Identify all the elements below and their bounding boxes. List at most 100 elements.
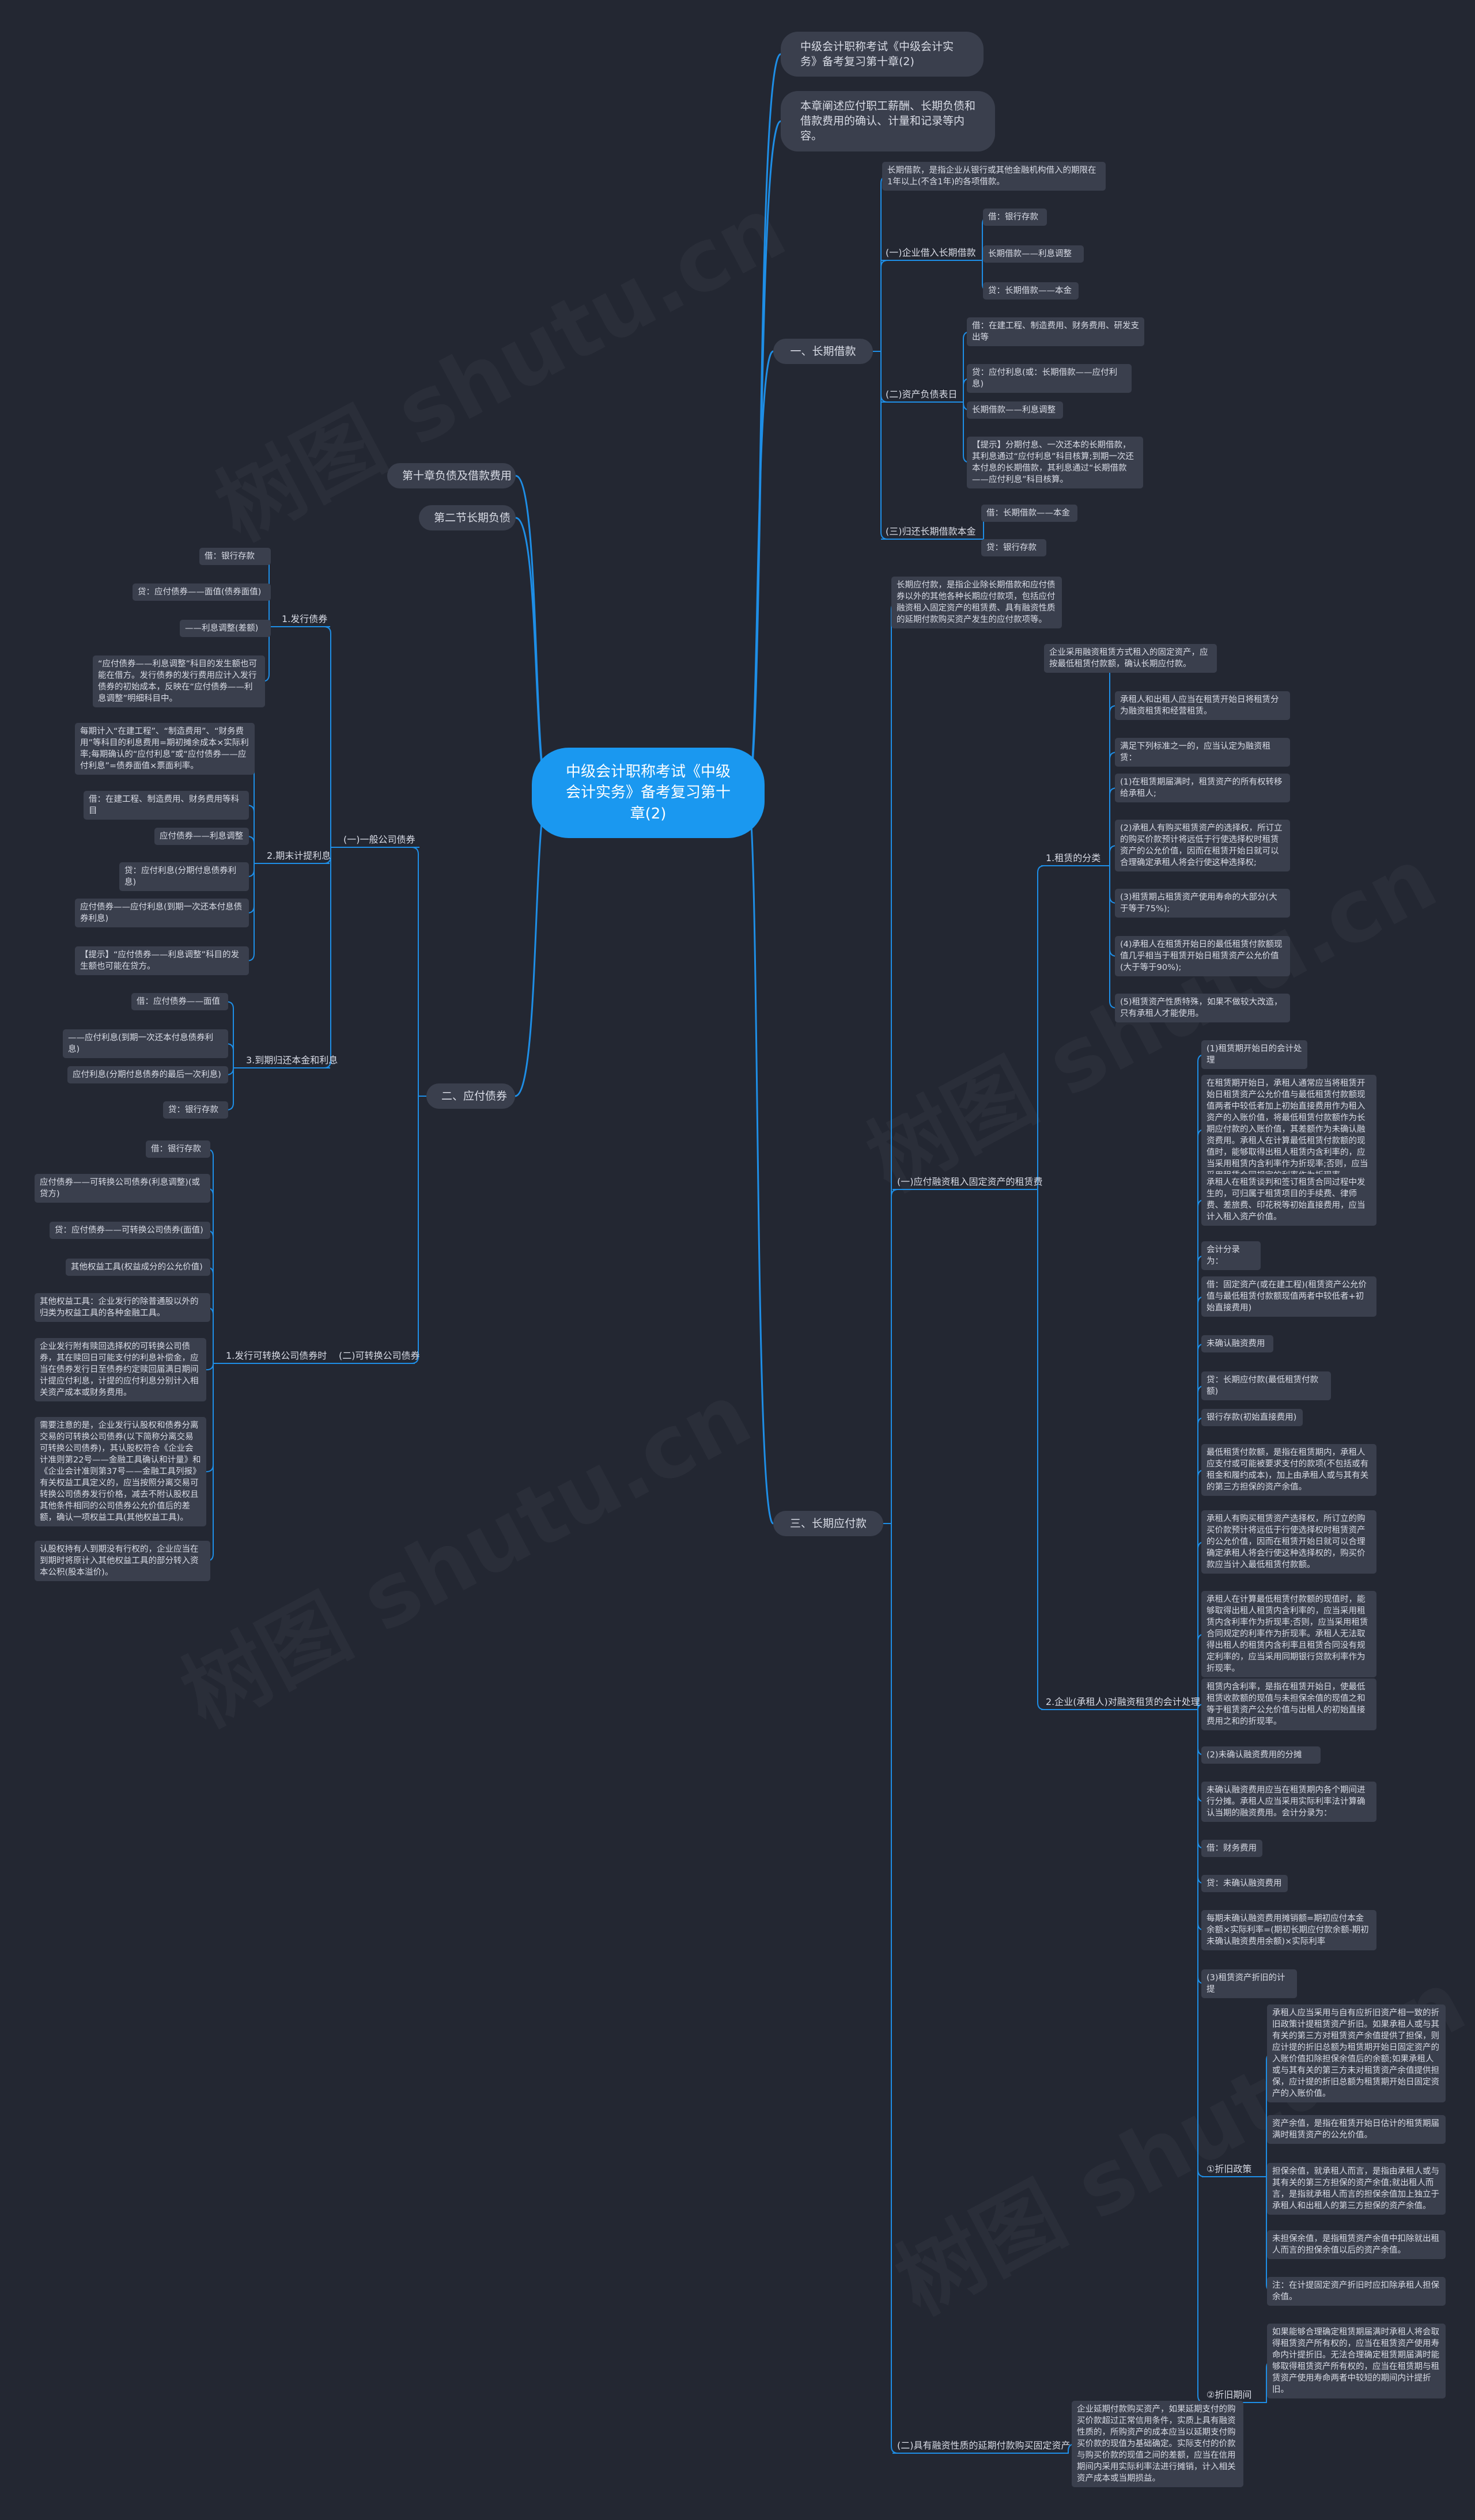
leaf-node[interactable]: 注：在计提固定资产折旧时应扣除承租人担保余值。 [1267,2277,1446,2306]
subtopic-label[interactable]: ②折旧期间 [1207,2389,1252,2400]
leaf-node[interactable]: (4)承租人在租赁开始日的最低租赁付款额现值几乎相当于租赁开始日租赁资产公允价值… [1115,936,1290,976]
branch-topic[interactable]: 第二节长期负债 [419,505,516,531]
leaf-node[interactable]: 应付利息(分期付息债券的最后一次利息) [67,1066,228,1083]
leaf-node[interactable]: 承租人和出租人应当在租赁开始日将租赁分为融资租赁和经营租赁。 [1115,691,1290,720]
subtopic-label[interactable]: (二)资产负债表日 [886,389,958,400]
leaf-node[interactable]: 应付债券——利息调整 [154,828,249,845]
leaf-node[interactable]: 承租人应当采用与自有应折旧资产相一致的折旧政策计提租赁资产折旧。如果承租人或与其… [1267,2004,1446,2102]
subtopic-label[interactable]: 3.到期归还本金和利息 [246,1055,338,1066]
leaf-node[interactable]: 其他权益工具(权益成分的公允价值) [66,1259,210,1276]
leaf-node[interactable]: 在租赁期开始日，承租人通常应当将租赁开始日租赁资产公允价值与最低租赁付款额现值两… [1201,1075,1376,1184]
leaf-node[interactable]: 企业采用融资租赁方式租入的固定资产，应按最低租赁付款额，确认长期应付款。 [1044,644,1217,673]
leaf-node[interactable]: 其他权益工具：企业发行的除普通股以外的归类为权益工具的各种金融工具。 [35,1293,210,1322]
subtopic-label[interactable]: (一)一般公司债券 [343,834,415,845]
leaf-node[interactable]: 每期未确认融资费用摊销额=期初应付本金余额×实际利率=(期初长期应付款余额-期初… [1201,1910,1376,1950]
leaf-node[interactable]: 贷：未确认融资费用 [1201,1875,1288,1892]
subtopic-label[interactable]: ①折旧政策 [1207,2163,1252,2174]
leaf-node[interactable]: 承租人在计算最低租赁付款额的现值时，能够取得出租人租赁内含利率的，应当采用租赁内… [1201,1591,1376,1677]
leaf-node[interactable]: 会计分录为： [1201,1241,1261,1270]
leaf-node[interactable]: 企业延期付款购买资产，如果延期支付的购买价款超过正常信用条件，实质上具有融资性质… [1072,2401,1243,2487]
leaf-node[interactable]: 贷：应付债券——可转换公司债券(面值) [50,1222,210,1239]
connector-line [226,1043,241,1068]
subtopic-label[interactable]: 2.企业(承租人)对融资租赁的会计处理 [1046,1696,1200,1707]
branch-topic[interactable]: 第十章负债及借款费用 [387,463,516,489]
leaf-node[interactable]: 承租人在租赁谈判和签订租赁合同过程中发生的，可归属于租赁项目的手续费、律师费、差… [1201,1174,1376,1226]
subtopic-label[interactable]: 2.期末计提利息 [267,850,331,861]
leaf-node[interactable]: 企业发行附有赎回选择权的可转换公司债券，其在赎回日可能支付的利息补偿金，应当在债… [35,1338,206,1401]
subtopic-label[interactable]: 1.发行债券 [282,613,328,624]
connector-line [746,792,774,1525]
subtopic-label[interactable]: (二)具有融资性质的延期付款购买固定资产 [897,2440,1071,2451]
leaf-node[interactable]: 贷：应付利息(分期付息债券利息) [119,862,249,891]
root-topic[interactable]: 中级会计职称考试《中级会计实务》备考复习第十章(2) [532,748,765,839]
leaf-node[interactable]: 担保余值，就承租人而言，是指由承租人或与其有关的第三方担保的资产余值;就出租人而… [1267,2163,1446,2215]
leaf-node[interactable]: 长期借款，是指企业从银行或其他金融机构借入的期限在1年以上(不含1年)的各项借款… [882,162,1106,191]
leaf-node[interactable]: (1)租赁期开始日的会计处理 [1201,1040,1307,1069]
subtopic-label[interactable]: (一)应付融资租入固定资产的租赁费 [897,1176,1043,1187]
leaf-node[interactable]: 长期借款——利息调整 [983,245,1084,263]
connector-line [226,1067,241,1111]
leaf-node[interactable]: 银行存款(初始直接费用) [1201,1409,1303,1426]
leaf-node[interactable]: 认股权持有人到期没有行权的，企业应当在到期时将原计入其他权益工具的部分转入资本公… [35,1541,210,1581]
leaf-node[interactable]: 满足下列标准之一的，应当认定为融资租赁： [1115,738,1290,767]
leaf-node[interactable]: 贷：银行存款 [981,539,1046,556]
leaf-node[interactable]: 长期借款——利息调整 [967,401,1063,419]
leaf-node[interactable]: 承租人有购买租赁资产选择权，所订立的购买价款预计将远低于行使选择权时租赁资产的公… [1201,1510,1376,1574]
leaf-node[interactable]: (3)租赁资产折旧的计提 [1201,1969,1297,1998]
leaf-node[interactable]: (2)承租人有购买租赁资产的选择权，所订立的购买价款预计将远低于行使选择权时租赁… [1115,820,1290,871]
leaf-node[interactable]: 贷：长期应付款(最低租赁付款额) [1201,1371,1331,1400]
leaf-node[interactable]: 每期计入“在建工程”、“制造费用”、“财务费用”等科目的利息费用=期初摊余成本×… [75,723,255,775]
leaf-node[interactable]: (1)在租赁期届满时，租赁资产的所有权转移给承租人; [1115,774,1290,802]
branch-topic[interactable]: 二、应付债券 [426,1083,515,1109]
subtopic-label[interactable]: (二)可转换公司债券 [339,1350,420,1361]
connector-line [515,517,550,794]
branch-topic[interactable]: 本章阐述应付职工薪酬、长期负债和借款费用的确认、计量和记录等内容。 [781,91,995,151]
leaf-node[interactable]: 借：银行存款 [199,548,271,565]
subtopic-label[interactable]: 1.发行可转换公司债券时 [226,1350,327,1361]
leaf-node[interactable]: 借：长期借款——本金 [981,505,1077,522]
leaf-node[interactable]: 如果能够合理确定租赁期届满时承租人将会取得租赁资产所有权的，应当在租赁资产使用寿… [1267,2324,1446,2398]
leaf-node[interactable]: ——利息调整(差额) [180,620,271,637]
leaf-node[interactable]: 借：银行存款 [146,1140,210,1158]
leaf-node[interactable]: 未确认融资费用应当在租赁期内各个期间进行分摊。承租人应当采用实际利率法计算确认当… [1201,1782,1376,1822]
leaf-node[interactable]: 借：应付债券——面值 [131,993,228,1010]
leaf-node[interactable]: 借：财务费用 [1201,1840,1262,1857]
leaf-node[interactable]: 贷：银行存款 [163,1101,228,1119]
branch-topic[interactable]: 中级会计职称考试《中级会计实务》备考复习第十章(2) [781,32,984,77]
leaf-node[interactable]: “应付债券——利息调整”科目的发生额也可能在借方。发行债券的发行费用应计入发行债… [93,655,265,707]
connector-line [746,350,774,794]
subtopic-label[interactable]: (一)企业借入长期借款 [886,247,976,258]
subtopic-label[interactable]: 1.租赁的分类 [1046,852,1101,863]
watermark: 树图 shutu.cn [157,1347,769,1751]
leaf-node[interactable]: 借：银行存款 [983,209,1047,226]
leaf-node[interactable]: 【提示】“应付债券——利息调整”科目的发生额也可能在贷方。 [75,946,249,975]
leaf-node[interactable]: 应付债券——可转换公司债券(利息调整)(或贷方) [35,1174,210,1203]
leaf-node[interactable]: 贷：应付利息(或：长期借款——应付利息) [967,364,1132,393]
connector-line [873,260,888,352]
leaf-node[interactable]: 租赁内含利率，是指在租赁开始日，使最低租赁收款额的现值与未担保余值的现值之和等于… [1201,1678,1376,1730]
leaf-node[interactable]: 最低租赁付款额，是指在租赁期内，承租人应支付或可能被要求支付的款项(不包括或有租… [1201,1444,1376,1496]
leaf-node[interactable]: 未担保余值，是指租赁资产余值中扣除就出租人而言的担保余值以后的资产余值。 [1267,2230,1446,2259]
leaf-node[interactable]: ——应付利息(到期一次还本付息债券利息) [63,1029,228,1058]
leaf-node[interactable]: 需要注意的是，企业发行认股权和债券分离交易的可转换公司债券(以下简称分离交易可转… [35,1417,206,1526]
leaf-node[interactable]: (2)未确认融资费用的分摊 [1201,1746,1321,1764]
leaf-node[interactable]: (5)租赁资产性质特殊，如果不做较大改造，只有承租人才能使用。 [1115,994,1290,1022]
leaf-node[interactable]: 资产余值，是指在租赁开始日估计的租赁期届满时租赁资产的公允价值。 [1267,2115,1446,2144]
leaf-node[interactable]: 借：在建工程、制造费用、财务费用、研发支出等 [967,317,1144,346]
leaf-node[interactable]: 未确认融资费用 [1201,1335,1273,1352]
connector-line [226,1067,241,1075]
leaf-node[interactable]: 贷：应付债券——面值(债券面值) [133,583,271,601]
leaf-node[interactable]: 借：固定资产(或在建工程)(租赁资产公允价值与最低租赁付款额现值两者中较低者+初… [1201,1276,1376,1317]
branch-topic[interactable]: 三、长期应付款 [773,1511,883,1537]
leaf-node[interactable]: 长期应付款，是指企业除长期借款和应付债券以外的其他各种长期应付款项，包括应付融资… [891,577,1062,628]
leaf-node[interactable]: 应付债券——应付利息(到期一次还本付息债券利息) [75,899,249,927]
subtopic-label[interactable]: (三)归还长期借款本金 [886,526,976,537]
connector-line [323,847,339,1068]
leaf-node[interactable]: 借：在建工程、制造费用、财务费用等科目 [84,791,249,820]
leaf-node[interactable]: (3)租赁期占租赁资产使用寿命的大部分(大于等于75%); [1115,889,1290,918]
branch-topic[interactable]: 一、长期借款 [773,339,873,365]
connector-line [206,1363,221,1370]
leaf-node[interactable]: 贷：长期借款——本金 [983,282,1079,300]
leaf-node[interactable]: 【提示】分期付息、一次还本的长期借款，其利息通过“应付利息”科目核算;到期一次还… [967,437,1143,488]
connector-line [247,863,262,877]
